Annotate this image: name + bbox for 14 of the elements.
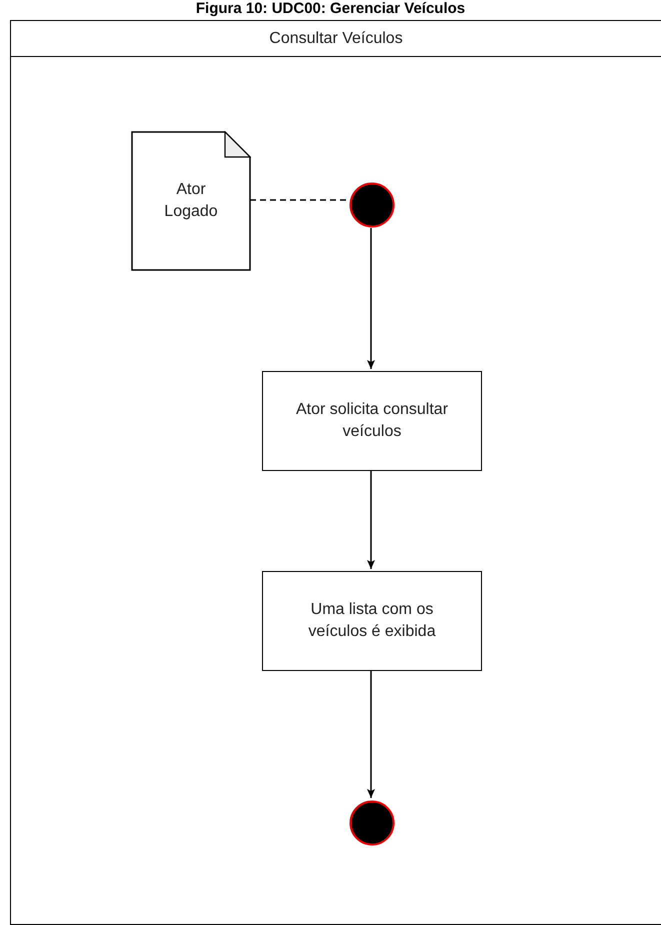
- arrow: [367, 471, 375, 569]
- arrow: [367, 228, 375, 369]
- final-node: [349, 800, 395, 846]
- action-label: Ator solicita consultar veículos: [294, 400, 450, 442]
- dashed-connector: [250, 199, 348, 201]
- action-label: Uma lista com os veículos é exibida: [307, 600, 437, 642]
- arrow: [367, 671, 375, 798]
- action-box: [262, 571, 482, 671]
- action-box: [262, 371, 482, 471]
- note-text: Ator Logado: [163, 180, 219, 222]
- initial-node: [349, 182, 395, 228]
- lane-title: Consultar Veículos: [269, 28, 403, 48]
- swimlane: [10, 20, 661, 925]
- figure-title: Figura 10: UDC00: Gerenciar Veículos: [194, 0, 466, 18]
